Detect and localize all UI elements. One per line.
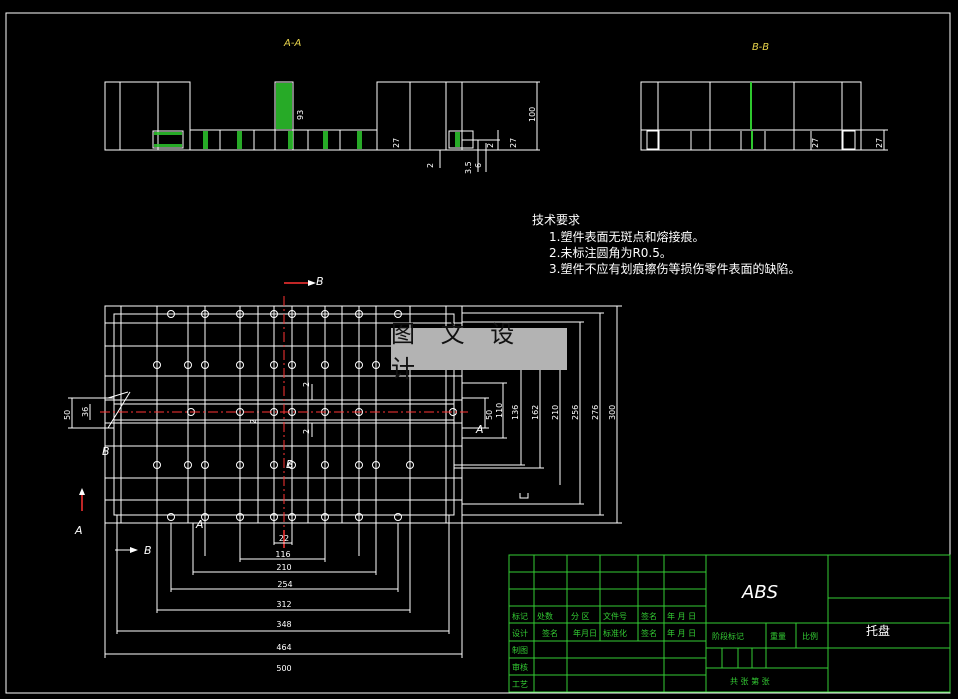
tb-weight: 重量 <box>770 631 786 641</box>
tb-row1-zone: 分 区 <box>571 612 590 621</box>
tb-scale: 比例 <box>802 631 818 641</box>
section-bb-dims: 27 27 <box>811 138 884 148</box>
tb-row1-mark: 标记 <box>512 611 528 621</box>
tb-draw: 制图 <box>512 645 528 655</box>
dim-aa-27-a: 27 <box>392 138 401 148</box>
dim-right-136: 136 <box>511 405 520 420</box>
dim-aa-2-b: 2 <box>486 143 495 148</box>
section-bb-hatches <box>750 82 753 149</box>
dim-bb-27-a: 27 <box>811 138 820 148</box>
dim-bottom-464: 464 <box>276 643 291 652</box>
plan-bottom-dims <box>104 515 463 658</box>
plan-left-dim-text: 50 36 2 2 2 <box>63 382 311 434</box>
section-view-bb: B-B <box>640 42 888 151</box>
tb-stage: 阶段标记 <box>712 631 744 641</box>
dim-right-50: 50 <box>485 410 494 420</box>
tb-sheet: 共 张 第 张 <box>730 676 770 686</box>
title-part-name: 托盘 <box>866 623 890 638</box>
title-material: ABS <box>741 582 778 603</box>
dim-bottom-254: 254 <box>277 580 292 589</box>
marker-b-top: B <box>316 275 324 288</box>
dim-center-2-b: 2 <box>302 429 311 434</box>
dim-bb-27-b: 27 <box>875 138 884 148</box>
section-aa-label: A-A <box>283 38 301 49</box>
dim-right-110: 110 <box>495 403 504 418</box>
dim-right-256: 256 <box>571 405 580 420</box>
marker-b-left: B <box>102 445 110 458</box>
tech-req-item-2: 2.未标注圆角为R0.5。 <box>549 245 672 260</box>
section-aa-hatches <box>154 83 460 149</box>
drawing-frame <box>5 12 951 694</box>
marker-a-left: A <box>74 524 83 537</box>
marker-a-right: A <box>475 423 484 436</box>
tech-req-title: 技术要求 <box>532 213 580 227</box>
tech-req-item-1: 1.塑件表面无斑点和熔接痕。 <box>549 229 704 244</box>
dim-bottom-210: 210 <box>276 563 291 572</box>
dim-left-2: 2 <box>249 419 258 424</box>
tb-row2-sign: 签名 <box>542 628 558 638</box>
marker-a-left-lower: A <box>195 518 204 531</box>
dim-right-162: 162 <box>531 405 540 420</box>
tb-row1-sign: 签名 <box>641 611 657 621</box>
section-cut-markers <box>81 282 308 548</box>
dim-right-300: 300 <box>608 405 617 420</box>
tech-req-item-3: 3.塑件不应有划痕擦伤等损伤零件表面的缺陷。 <box>549 261 800 276</box>
title-block-text: ABS 托盘 标记 处数 分 区 文件号 签名 年 月 日 设计 签名 年月日 … <box>512 582 890 689</box>
dim-bottom-348: 348 <box>276 620 291 629</box>
dim-bottom-312: 312 <box>276 600 291 609</box>
plan-left-dims <box>68 384 313 437</box>
dim-right-276: 276 <box>591 405 600 420</box>
tb-row2-date2: 年 月 日 <box>667 628 696 638</box>
tb-row2-date: 年月日 <box>573 628 597 638</box>
tb-row2-design: 设计 <box>512 628 528 638</box>
dim-aa-6: 6 <box>474 163 483 168</box>
plan-centerlines <box>100 296 468 530</box>
dim-bottom-116: 116 <box>275 550 290 559</box>
tb-row1-date: 年 月 日 <box>667 611 696 621</box>
dim-aa-3-5: 3.5 <box>464 161 473 174</box>
tb-row2-sign2: 签名 <box>641 628 657 638</box>
dim-aa-93: 93 <box>296 110 305 120</box>
dim-bottom-500: 500 <box>276 664 291 673</box>
dim-aa-100: 100 <box>528 107 537 122</box>
technical-requirements: 技术要求 1.塑件表面无斑点和熔接痕。 2.未标注圆角为R0.5。 3.塑件不应… <box>532 213 800 276</box>
tb-review: 审核 <box>512 662 528 672</box>
title-block-grid <box>508 554 951 693</box>
dim-center-2-a: 2 <box>302 382 311 387</box>
dim-left-50: 50 <box>63 410 72 420</box>
tb-process: 工艺 <box>512 680 528 689</box>
dim-left-36: 36 <box>81 407 90 417</box>
plan-right-dim-text: 50 110 136 162 210 256 276 300 <box>485 403 617 420</box>
watermark-banner: 图 文 设 计 <box>391 320 567 383</box>
tb-row2-std: 标准化 <box>603 628 627 638</box>
dim-right-210: 210 <box>551 405 560 420</box>
section-aa-dims: 100 93 27 27 2 3.5 6 2 <box>296 107 537 174</box>
dim-aa-27-b: 27 <box>509 138 518 148</box>
tb-row1-count: 处数 <box>537 611 553 621</box>
section-view-aa: A-A <box>104 38 540 172</box>
plan-bottom-dim-text: 22 116 210 254 312 348 464 500 <box>275 534 292 673</box>
section-bb-label: B-B <box>752 42 769 53</box>
section-labels: B B B A A A B <box>74 275 484 557</box>
dim-bottom-22: 22 <box>279 534 289 543</box>
marker-arrows <box>79 280 316 553</box>
marker-b-bottom: B <box>144 544 152 557</box>
marker-b-mid: B <box>286 458 294 471</box>
plan-holes <box>153 310 457 521</box>
tb-row1-doc: 文件号 <box>603 611 627 621</box>
dim-aa-2: 2 <box>426 163 435 168</box>
